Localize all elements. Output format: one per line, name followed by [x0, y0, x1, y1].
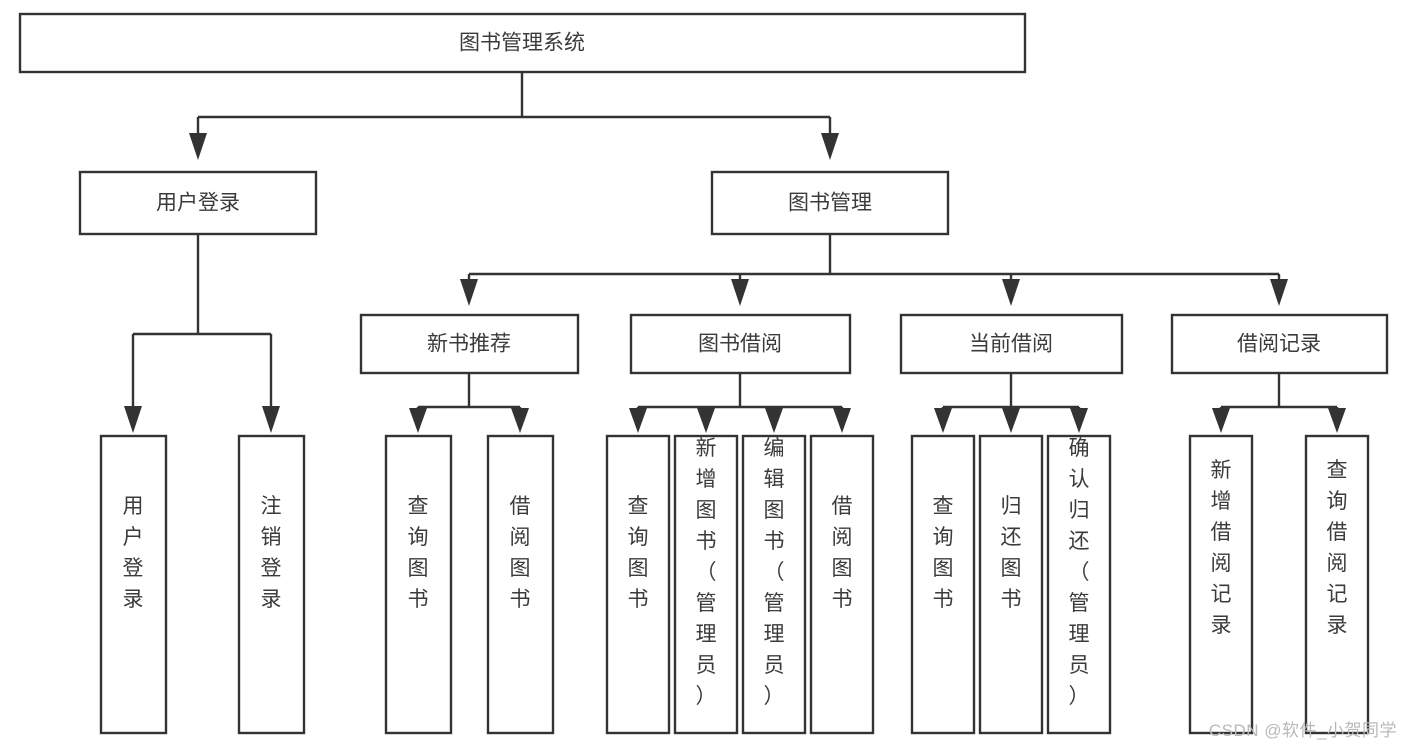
leaf-book-borrow-1-label: 新增图书（管理员） [696, 437, 717, 708]
node-user-login[interactable]: 用户登录 [78, 170, 318, 236]
connector-bookborrow-to-leaves [629, 373, 851, 433]
leaf-new-book-0[interactable]: 查询图书 [384, 434, 453, 735]
leaf-user-login-1-label: 注销登录 [261, 495, 282, 611]
leaf-current-borrow-1-label: 归还图书 [1001, 495, 1022, 611]
leaf-borrow-record-1-label: 查询借阅记录 [1327, 459, 1348, 637]
connector-newbook-to-leaves [409, 373, 529, 433]
node-user-login-label: 用户登录 [156, 192, 240, 215]
leaf-current-borrow-0[interactable]: 查询图书 [910, 434, 976, 735]
node-root-label: 图书管理系统 [459, 32, 585, 55]
leaf-current-borrow-1[interactable]: 归还图书 [978, 434, 1044, 735]
leaf-new-book-0-label: 查询图书 [408, 495, 429, 611]
leaf-book-borrow-0[interactable]: 查询图书 [605, 434, 671, 735]
node-current-borrow-label: 当前借阅 [969, 333, 1053, 356]
node-current-borrow[interactable]: 当前借阅 [899, 313, 1124, 375]
connector-userlogin-to-leaves [124, 234, 280, 433]
leaf-current-borrow-2-label: 确认归还（管理员） [1069, 437, 1090, 708]
leaf-user-login-1[interactable]: 注销登录 [237, 434, 306, 735]
connector-root-to-level2 [189, 72, 839, 160]
leaf-borrow-record-0[interactable]: 新增借阅记录 [1188, 434, 1254, 735]
leaf-new-book-1[interactable]: 借阅图书 [486, 434, 555, 735]
leaf-book-borrow-2[interactable]: 编辑图书（管理员） [741, 434, 807, 735]
node-borrow-record[interactable]: 借阅记录 [1170, 313, 1389, 375]
leaf-borrow-record-1[interactable]: 查询借阅记录 [1304, 434, 1370, 735]
leaf-current-borrow-0-label: 查询图书 [933, 495, 954, 611]
leaf-current-borrow-2[interactable]: 确认归还（管理员） [1046, 434, 1112, 735]
node-book-borrow[interactable]: 图书借阅 [629, 313, 852, 375]
node-new-book-recommend-label: 新书推荐 [427, 333, 511, 356]
leaf-book-borrow-1[interactable]: 新增图书（管理员） [673, 434, 739, 735]
node-borrow-record-label: 借阅记录 [1237, 333, 1321, 356]
leaf-book-borrow-0-label: 查询图书 [628, 495, 649, 611]
node-new-book-recommend[interactable]: 新书推荐 [359, 313, 580, 375]
connector-bookmgmt-to-level3 [460, 234, 1288, 306]
leaf-book-borrow-3[interactable]: 借阅图书 [809, 434, 875, 735]
leaf-book-borrow-3-label: 借阅图书 [832, 495, 853, 611]
leaf-user-login-0[interactable]: 用户登录 [99, 434, 168, 735]
leaf-borrow-record-0-label: 新增借阅记录 [1211, 459, 1232, 637]
connector-currentborrow-to-leaves [934, 373, 1088, 433]
leaf-new-book-1-label: 借阅图书 [510, 495, 531, 611]
node-book-management[interactable]: 图书管理 [710, 170, 950, 236]
node-book-borrow-label: 图书借阅 [698, 333, 782, 356]
node-book-management-label: 图书管理 [788, 192, 872, 215]
leaf-book-borrow-2-label: 编辑图书（管理员） [764, 437, 785, 708]
leaf-user-login-0-label: 用户登录 [123, 495, 144, 611]
connector-borrowrecord-to-leaves [1212, 373, 1346, 433]
node-root[interactable]: 图书管理系统 [18, 12, 1027, 74]
